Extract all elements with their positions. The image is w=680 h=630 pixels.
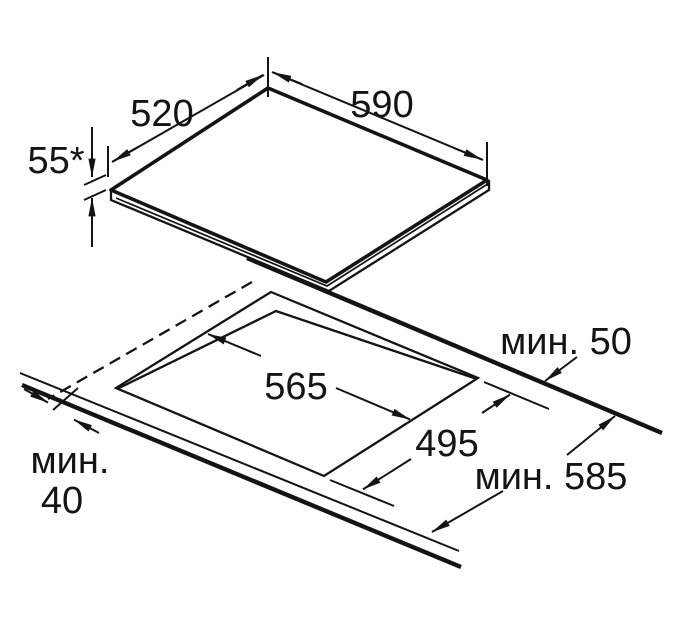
dim-495-extension-rear — [483, 381, 550, 410]
dim-cutout-width: 565 — [207, 333, 411, 421]
hob-rim — [109, 180, 491, 293]
min-40-arrow-left — [73, 418, 100, 434]
worktop — [19, 255, 663, 570]
dim-worktop-depth: мин. 585 — [431, 415, 628, 533]
min-40-arrow-right — [23, 388, 49, 404]
worktop-dashed-reference-line — [47, 281, 253, 400]
dim-cutout-depth: 495 — [329, 381, 550, 507]
worktop-cutout — [113, 290, 481, 478]
label-left-clearance-value: 40 — [41, 480, 83, 522]
min-50-arrow — [544, 356, 578, 382]
dim-55-tick-upper — [83, 174, 107, 186]
min-585-arrow-down — [431, 490, 504, 533]
dim-left-clearance: мин. 40 — [23, 388, 110, 522]
dim-590-arrow-left — [272, 71, 303, 85]
dim-495-extension-front — [329, 479, 395, 507]
label-hob-height: 55* — [27, 140, 84, 182]
hob — [109, 86, 491, 293]
dim-55-tick-lower — [83, 189, 107, 201]
left-clearance-extension-tick — [52, 387, 79, 411]
dim-565-arrow-left — [207, 333, 262, 357]
hob-glass-outline — [109, 86, 489, 284]
dim-hob-depth: 520 — [107, 74, 265, 177]
label-hob-depth: 520 — [130, 93, 193, 135]
dim-495-arrow-up — [481, 393, 511, 414]
dim-590-line — [271, 71, 484, 161]
worktop-front-top-edge — [19, 372, 460, 552]
dim-520-arrow-down — [112, 146, 139, 163]
cutout-inner-rim — [116, 309, 478, 391]
label-rear-clearance: мин. 50 — [500, 321, 632, 363]
label-worktop-min-depth: мин. 585 — [475, 456, 628, 498]
dim-520-arrow-up — [236, 74, 264, 91]
label-cutout-width: 565 — [264, 366, 327, 408]
label-left-clearance-word: мин. — [31, 440, 110, 482]
dim-565-arrow-right — [335, 387, 411, 421]
cutout-outline — [113, 290, 481, 478]
worktop-rear-edge — [246, 255, 663, 436]
dim-495-arrow-down — [362, 458, 412, 491]
dim-rear-clearance: мин. 50 — [500, 321, 632, 382]
hob-rim-accent — [115, 184, 487, 287]
label-cutout-depth: 495 — [415, 423, 478, 465]
dim-590-arrow-right — [453, 147, 483, 161]
dim-hob-height: 55* — [27, 127, 107, 247]
dim-hob-width: 590 — [267, 57, 488, 186]
label-hob-width: 590 — [350, 84, 413, 126]
min-585-arrow-up — [566, 415, 616, 456]
worktop-front-bottom-edge — [21, 382, 462, 570]
